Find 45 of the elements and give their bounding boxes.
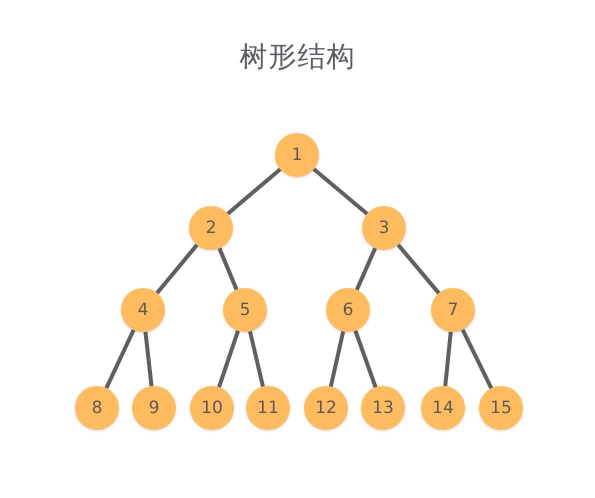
- connector-line: [248, 330, 265, 388]
- connector-line: [460, 328, 494, 390]
- connector-line: [355, 247, 377, 291]
- node-number: 13: [372, 398, 394, 418]
- tree-node-circle: [190, 386, 234, 430]
- tree-node-circle: [121, 288, 165, 332]
- connector-line: [312, 168, 368, 216]
- node-number: 3: [378, 218, 390, 238]
- tree-node-circle: [275, 133, 319, 177]
- node-number: 12: [315, 398, 337, 418]
- node-number: 9: [148, 398, 160, 418]
- node-number: 15: [490, 398, 512, 418]
- connector-line: [226, 168, 282, 216]
- node-number: 6: [342, 300, 354, 320]
- node-number: 10: [201, 398, 223, 418]
- title: 树形结构: [238, 39, 356, 75]
- connector-line: [443, 332, 453, 386]
- connector-line: [218, 248, 238, 290]
- node-number: 14: [432, 398, 454, 418]
- tree-node-circle: [246, 386, 290, 430]
- node-number: 5: [240, 300, 250, 320]
- connector-line: [143, 332, 154, 386]
- tree-node-circle: [304, 386, 348, 430]
- tree-node-circle: [132, 386, 176, 430]
- tree-node-circle: [362, 206, 406, 250]
- connector-line: [156, 244, 198, 294]
- node-number: 7: [448, 300, 458, 320]
- connector-line: [396, 244, 440, 294]
- tree-node-circle: [326, 288, 370, 332]
- node-number: 8: [92, 398, 102, 418]
- node-number: 4: [138, 300, 148, 320]
- node-number: 11: [257, 398, 279, 418]
- connector-line: [104, 329, 136, 389]
- tree-node-circle: [421, 386, 465, 430]
- tree-node-circle: [479, 386, 523, 430]
- tree-node-circle: [189, 206, 233, 250]
- node-number: 1: [292, 145, 302, 165]
- tree-node-circle: [431, 288, 475, 332]
- connector-line: [328, 331, 346, 387]
- tree-node-circle: [75, 386, 119, 430]
- connector-line: [354, 330, 378, 388]
- node-number: 2: [206, 218, 216, 238]
- connector-line: [217, 330, 240, 388]
- tree-node-circle: [223, 288, 267, 332]
- tree-node-circle: [361, 386, 405, 430]
